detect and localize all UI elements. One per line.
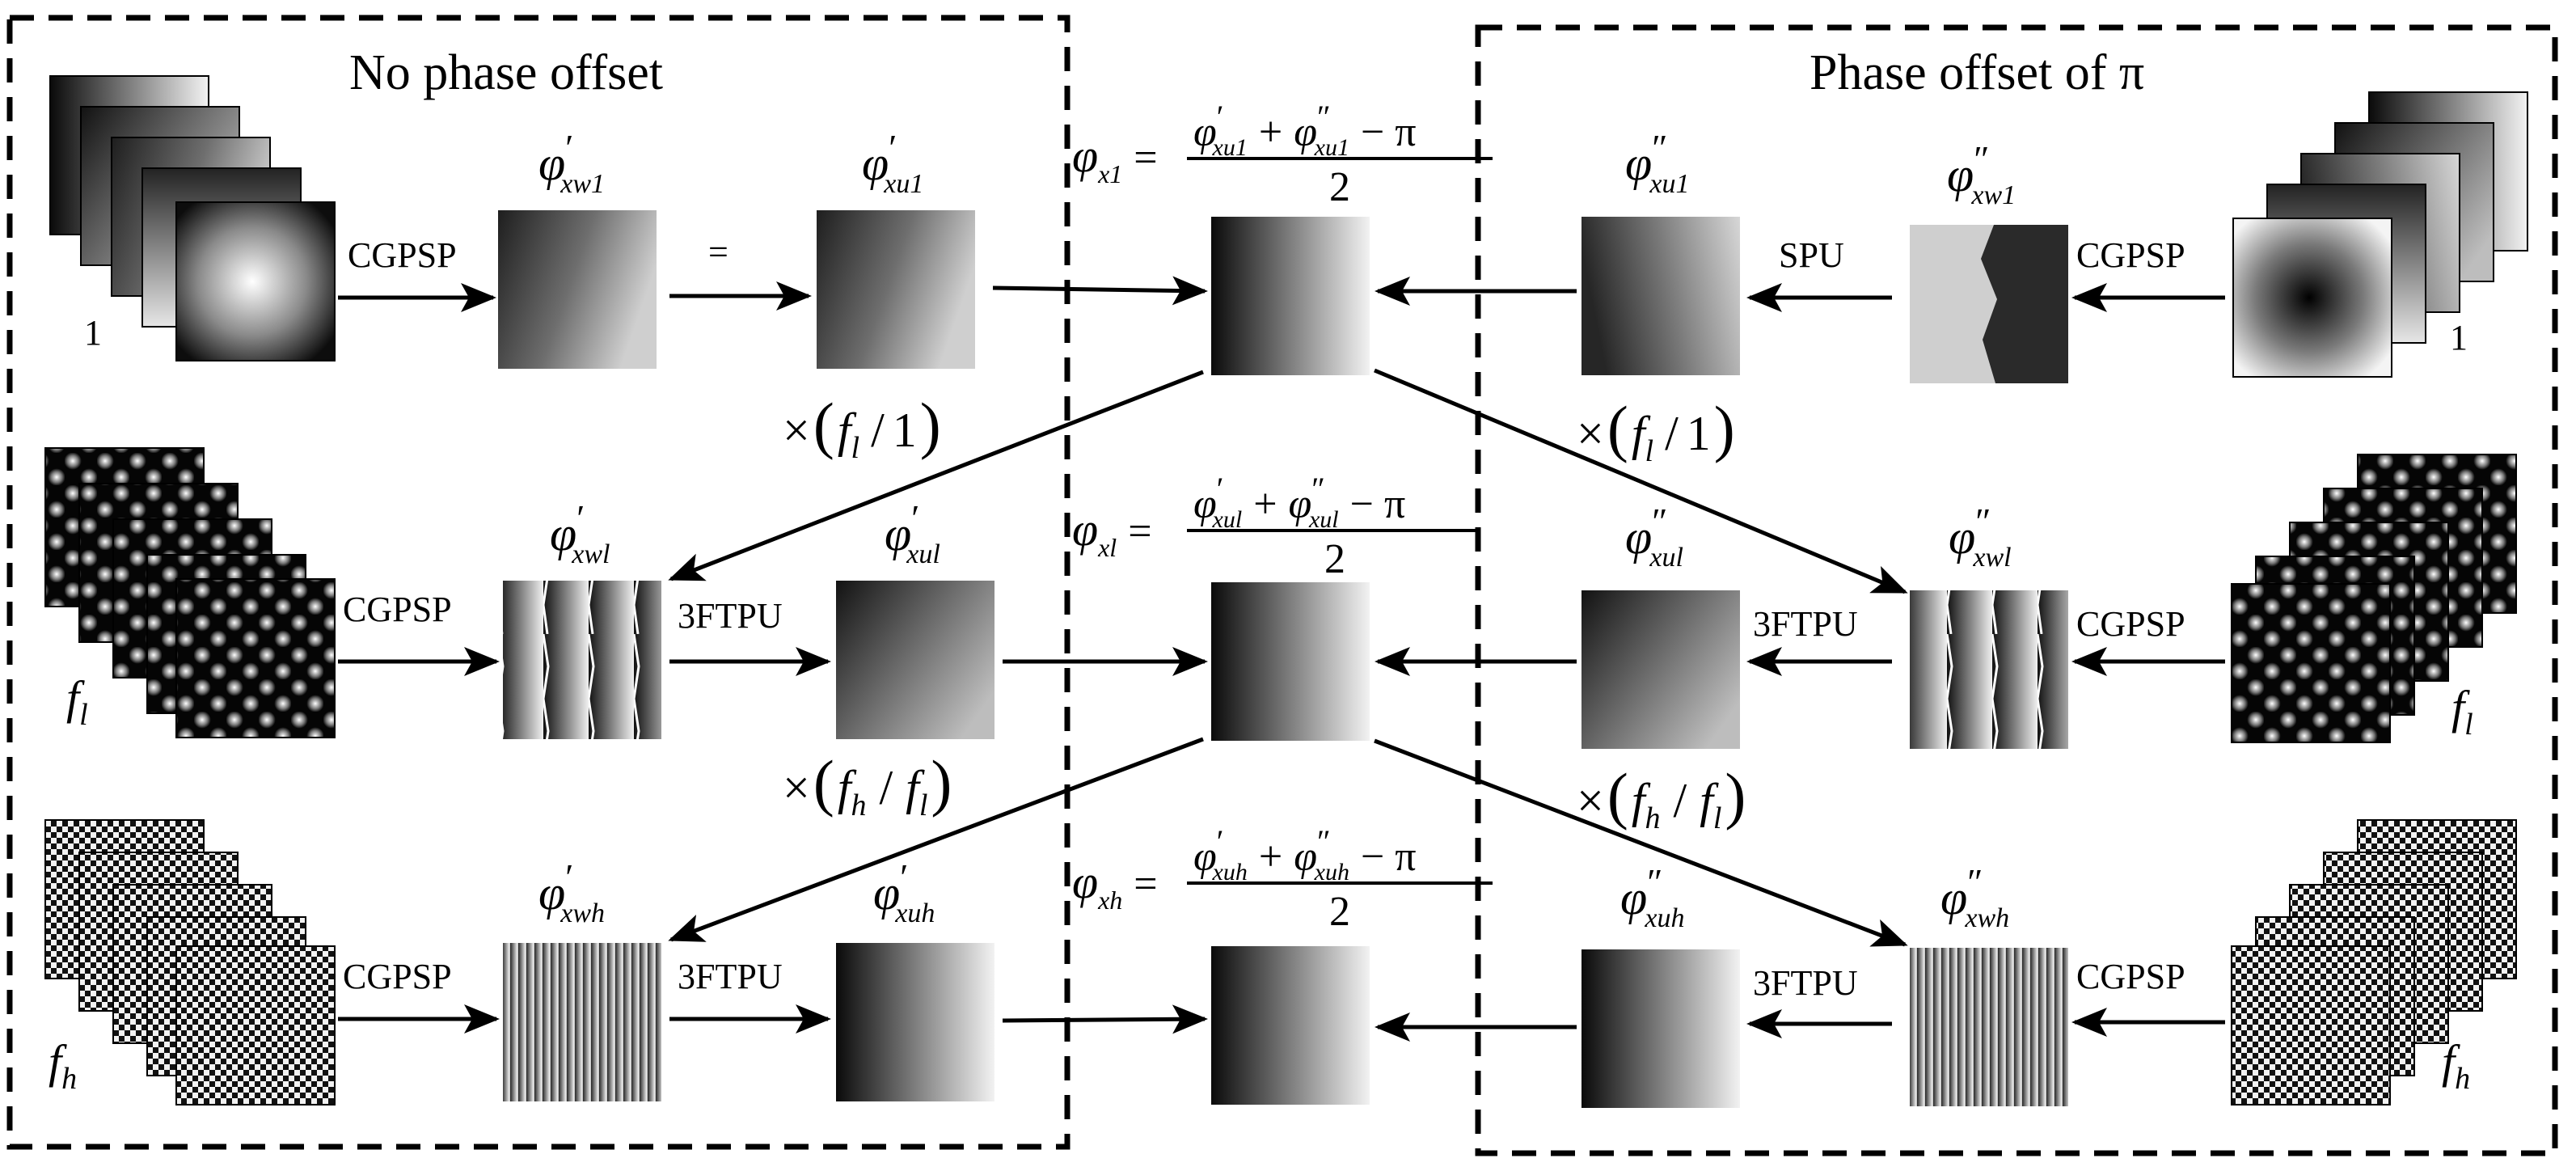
svg-text:φ′xu1+φ″xu1− π: φ′xu1+φ″xu1− π	[1193, 99, 1417, 161]
svg-text:φ′xuh+φ″xuh− π: φ′xuh+φ″xuh− π	[1193, 823, 1417, 886]
svg-text:2: 2	[1329, 889, 1350, 935]
map-xul-right	[1581, 590, 1740, 749]
formula-x1: φx1= φ′xu1+φ″xu1− π 2	[1072, 99, 1493, 210]
map-xu1-left	[817, 210, 975, 369]
right-panel-border	[1475, 24, 2558, 1156]
right-stack-uniform	[2232, 91, 2528, 378]
svg-text:φxh=: φxh=	[1072, 856, 1158, 915]
label-cgpsp-left-2: CGPSP	[343, 590, 452, 629]
map-xwl-left	[503, 581, 661, 739]
right-stack-fh-label: fh	[2442, 1035, 2470, 1096]
left-stack-fh-label: fh	[49, 1035, 77, 1096]
arrow-to-x1-left	[992, 276, 1208, 306]
symbol-phi-xw1-right: φ″xw1	[1947, 138, 2016, 210]
label-cgpsp-right-1: CGPSP	[2076, 235, 2185, 275]
map-xu1-right	[1581, 217, 1740, 375]
map-xuh-left	[836, 943, 995, 1101]
map-xw1-right	[1910, 225, 2068, 383]
symbol-phi-xw1-left: φ′xw1	[538, 127, 605, 199]
symbol-phi-xwl-right: φ″xwl	[1949, 501, 2012, 573]
label-cgpsp-right-2: CGPSP	[2076, 604, 2185, 644]
symbol-phi-xul-left: φ′xul	[885, 497, 940, 569]
label-cgpsp-left-3: CGPSP	[343, 957, 452, 996]
label-equals: =	[708, 232, 728, 272]
svg-text:φx1=: φx1=	[1072, 129, 1158, 188]
svg-text:φxl=: φxl=	[1072, 503, 1152, 562]
arrow-diag-x1-to-xwl-left	[668, 370, 1204, 581]
arrow-diag-x1-to-xwl-right	[1374, 368, 1908, 594]
left-stack-fl-label: fl	[66, 671, 88, 732]
formula-xh: φxh= φ′xuh+φ″xuh− π 2	[1072, 823, 1493, 935]
symbol-phi-xuh-left: φ′xuh	[873, 856, 935, 928]
left-stack-fh	[44, 819, 336, 1105]
map-xul-left	[836, 581, 995, 739]
scale-left-2: ×(fh/fl)	[783, 747, 952, 822]
left-stack-fl	[44, 447, 336, 738]
label-3ftpu-right-3: 3FTPU	[1753, 963, 1858, 1003]
map-xh-result	[1211, 946, 1370, 1105]
label-3ftpu-right-2: 3FTPU	[1753, 604, 1858, 644]
arrow-to-xh-left	[1002, 1004, 1208, 1034]
symbol-phi-xul-right: φ″xul	[1625, 501, 1683, 573]
right-panel-title: Phase offset of π	[1810, 45, 2144, 100]
scale-right-1: ×(fl/1)	[1577, 393, 1735, 468]
symbol-phi-xuh-right: φ″xuh	[1620, 861, 1684, 933]
left-stack-uniform-label: 1	[84, 313, 102, 353]
right-stack-fl	[2231, 454, 2517, 743]
map-xwh-right	[1910, 948, 2068, 1106]
label-cgpsp-right-3: CGPSP	[2076, 957, 2185, 996]
symbol-phi-xwh-left: φ′xwh	[538, 856, 605, 928]
map-xl-result	[1211, 582, 1370, 741]
label-cgpsp-left-1: CGPSP	[348, 235, 457, 275]
map-xwl-right	[1910, 590, 2068, 749]
map-xwh-left	[503, 943, 661, 1101]
right-stack-fh	[2231, 819, 2517, 1105]
label-3ftpu-left-3: 3FTPU	[678, 957, 783, 996]
formula-xl: φxl= φ′xul+φ″xul− π 2	[1072, 471, 1480, 582]
svg-text:2: 2	[1329, 164, 1350, 210]
label-spu: SPU	[1779, 235, 1844, 275]
svg-text:φ′xul+φ″xul− π: φ′xul+φ″xul− π	[1193, 471, 1405, 533]
symbol-phi-xwh-right: φ″xwh	[1940, 861, 2009, 933]
svg-text:2: 2	[1324, 536, 1345, 582]
symbol-phi-xu1-left: φ′xu1	[862, 127, 923, 199]
arrow-diag-xl-to-xwh-left	[668, 737, 1204, 942]
right-stack-uniform-label: 1	[2450, 318, 2468, 357]
scale-left-1: ×(fl/1)	[783, 390, 941, 465]
scale-right-2: ×(fh/fl)	[1577, 760, 1746, 835]
left-panel-border	[6, 15, 1071, 1150]
left-stack-uniform	[49, 75, 336, 361]
map-xuh-right	[1581, 949, 1740, 1108]
map-xw1-left	[498, 210, 657, 369]
label-3ftpu-left-2: 3FTPU	[678, 596, 783, 636]
symbol-phi-xu1-right: φ″xu1	[1625, 127, 1689, 199]
map-x1-result	[1211, 217, 1370, 375]
arrow-diag-xl-to-xwh-right	[1374, 738, 1908, 947]
right-stack-fl-label: fl	[2451, 681, 2473, 742]
symbol-phi-xwl-left: φ′xwl	[550, 497, 610, 569]
left-panel-title: No phase offset	[349, 45, 663, 100]
